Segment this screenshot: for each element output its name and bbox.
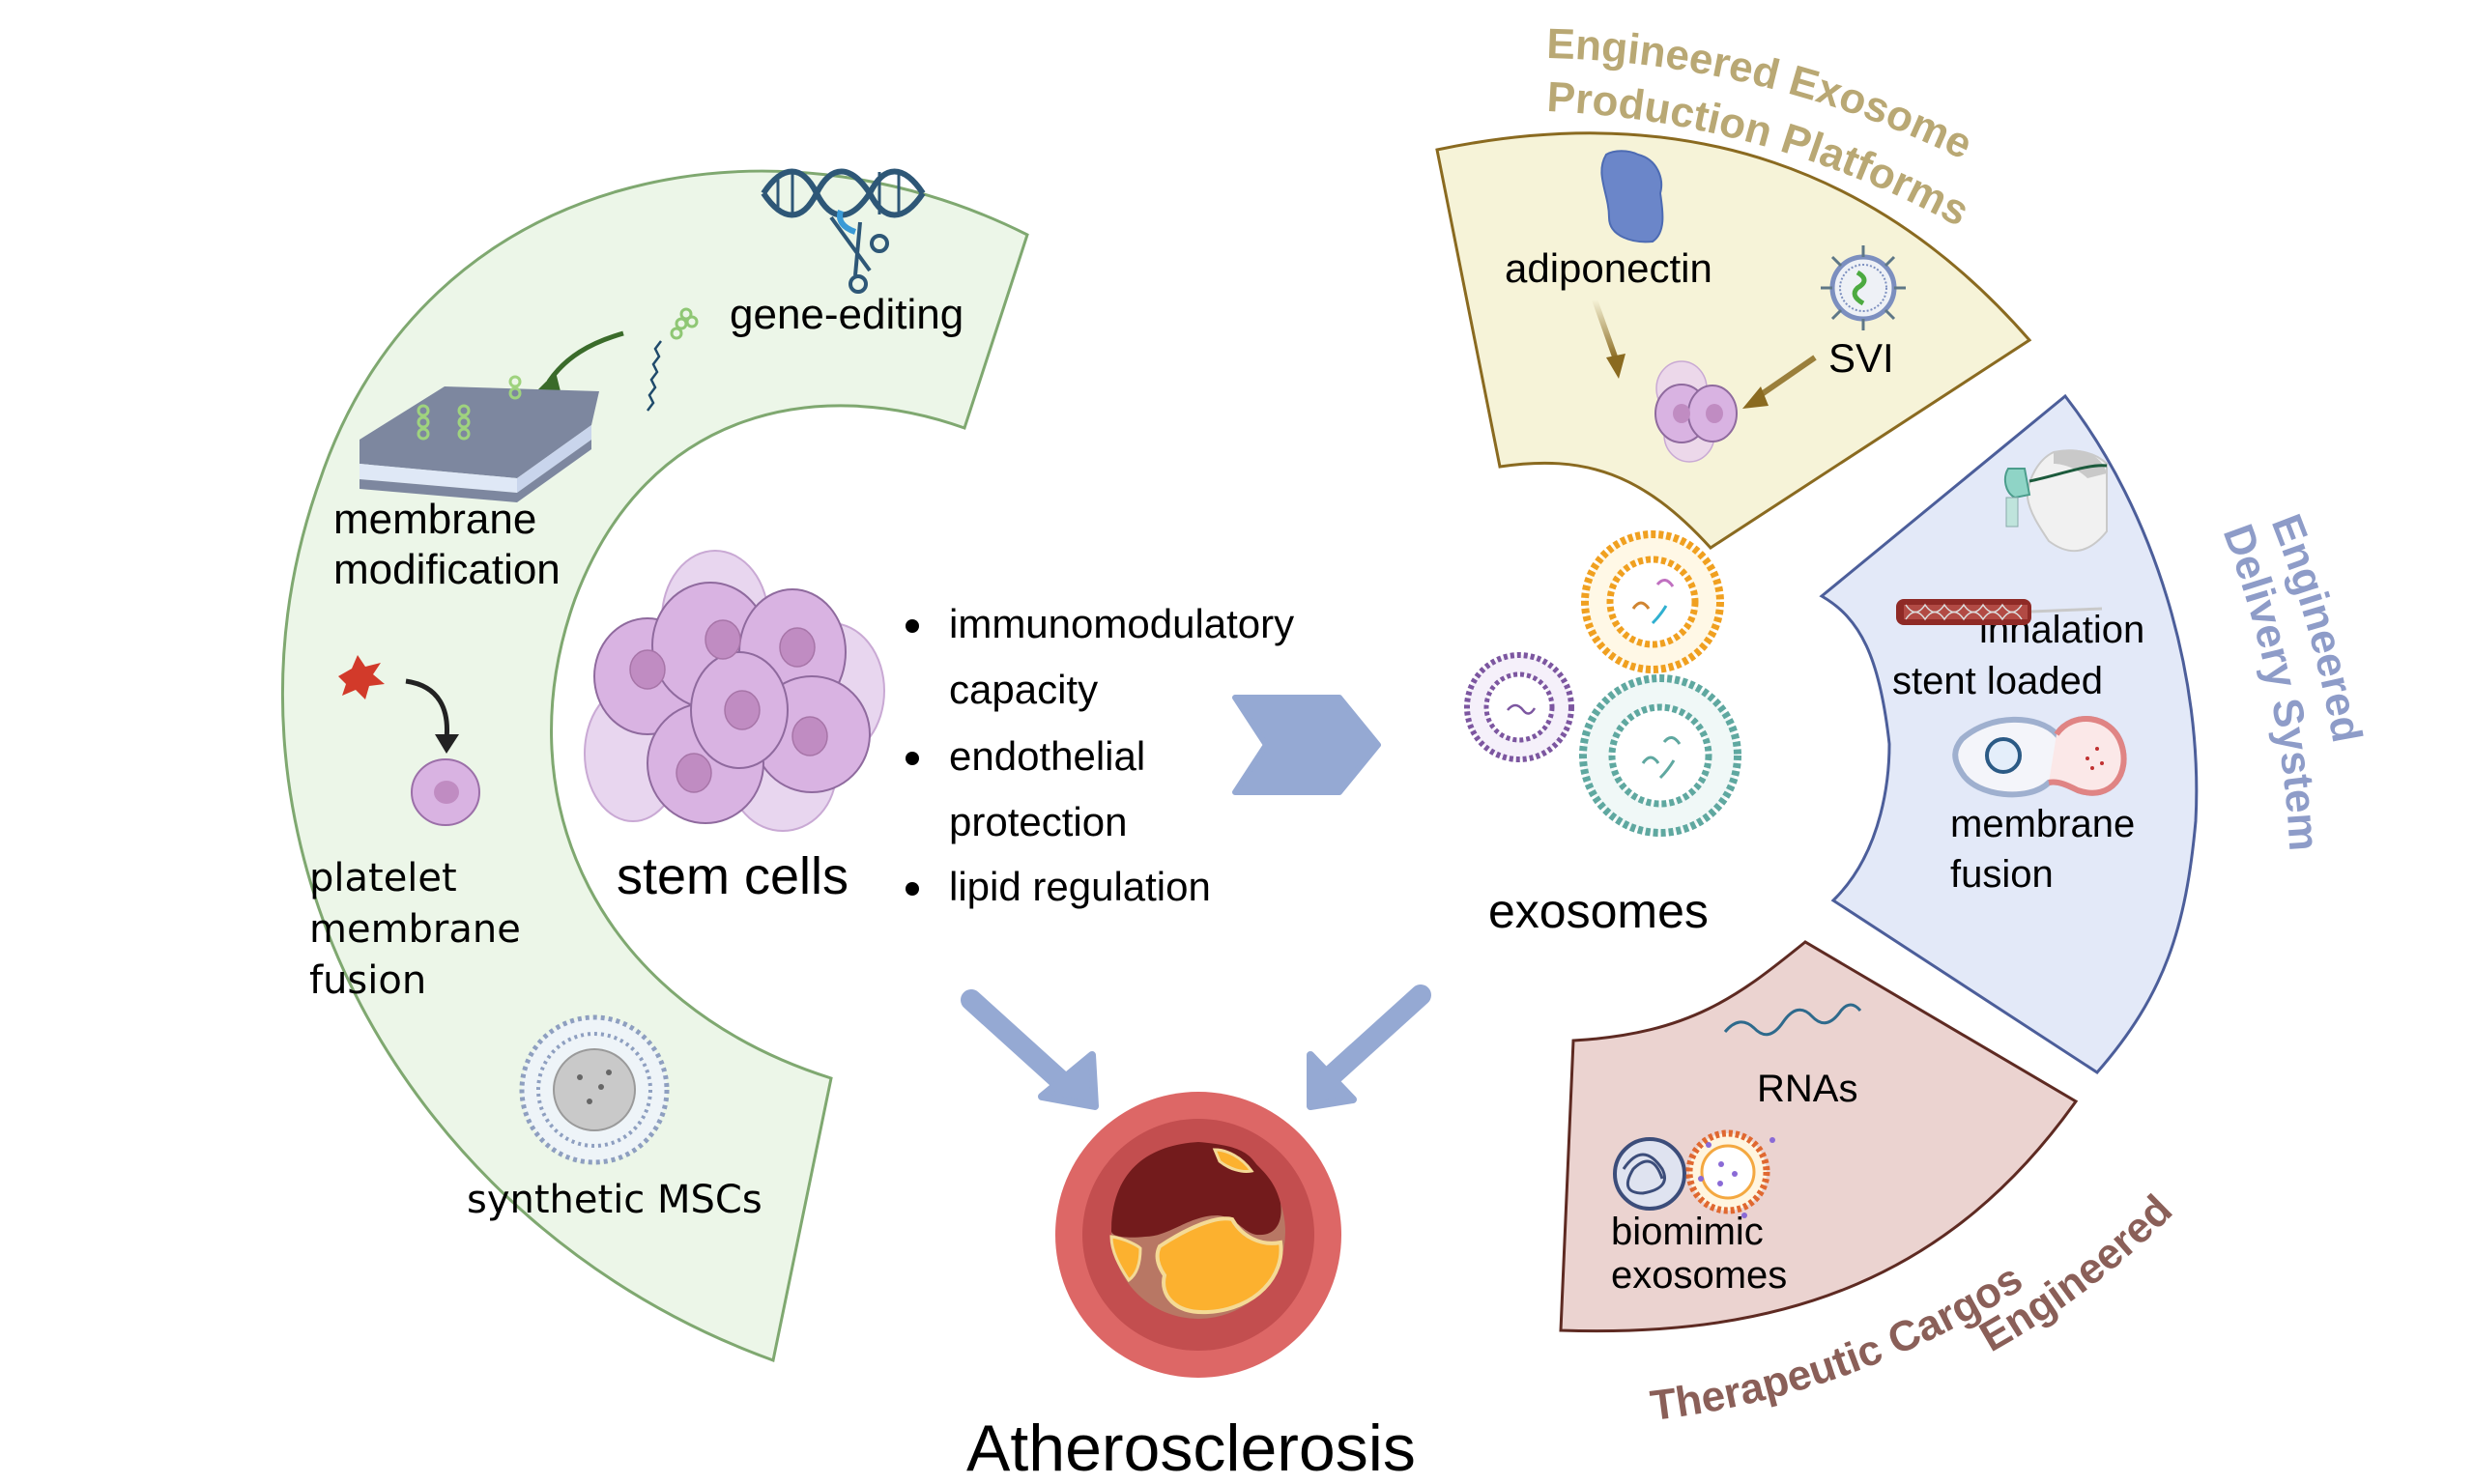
stem-cell-cluster-icon (584, 550, 885, 832)
membrane-fusion-icon (1952, 716, 2127, 798)
atherosclerosis-label: Atherosclerosis (966, 1412, 1416, 1484)
production-panel-background (1435, 131, 2032, 550)
exosome-teal-icon (1579, 674, 1741, 837)
stem-cell-properties-list: immunomodulatory capacity endothelial pr… (906, 601, 1294, 909)
lipid-chain-icon (647, 340, 662, 412)
dna-scissors-icon (761, 168, 926, 294)
arrow-head-icon (1742, 386, 1769, 409)
stent-icon (1896, 599, 2103, 625)
membrane-fusion-label-line2: fusion (1950, 853, 2054, 896)
membrane-modification-label-line1: membrane (333, 496, 536, 543)
chevron-arrow-icon (1232, 695, 1381, 795)
black-curved-arrow-icon (405, 678, 449, 740)
exosomes-icon (1464, 530, 1741, 837)
glycan-chain-icon (670, 307, 699, 340)
inhalation-mask-icon (2003, 449, 2108, 553)
gene-editing-label: gene-editing (730, 291, 964, 338)
bullet-endothelial-line2: protection (949, 799, 1127, 844)
bullet-lipid-regulation: lipid regulation (949, 864, 1211, 909)
arrow-stem-to-disease-icon (961, 989, 1099, 1110)
production-platform-panel: adiponectin SVI Engineered Ex (1435, 20, 2032, 550)
arrow-head-icon (435, 734, 459, 754)
svi-label: SVI (1828, 335, 1894, 381)
synthetic-vesicle-icon (519, 1014, 670, 1165)
bullet-immunomodulatory-line1: immunomodulatory (949, 601, 1294, 646)
platelet-cell-icon (411, 758, 480, 826)
rna-strand-icon (1723, 1003, 1862, 1037)
delivery-system-panel: inhalation stent loaded membrane fusion … (1819, 393, 2371, 1074)
exosome-orange-icon (1581, 530, 1724, 673)
cargo-panel-background (1559, 940, 2079, 1333)
arrow-head-icon (536, 372, 561, 391)
platelet-icon (338, 655, 385, 699)
biomimic-particle-icon (1613, 1129, 1775, 1218)
membrane-modification-label-line2: modification (333, 546, 561, 593)
synthetic-mscs-label: synthetic MSCs (467, 1178, 762, 1222)
rnas-label: RNAs (1757, 1068, 1857, 1110)
virus-icon (1821, 245, 1906, 330)
left-stem-cell-engineering-panel: gene-editing membrane modification (280, 168, 1029, 1363)
protein-icon (1600, 150, 1664, 243)
platelet-fusion-label-line1: platelet (309, 856, 457, 900)
lipid-bilayer-icon (360, 375, 599, 502)
arrow-adiponectin-to-cells-icon (1592, 298, 1619, 361)
atherosclerotic-artery-icon (1055, 1092, 1341, 1378)
bullet-icon (906, 882, 919, 896)
cell-cluster-small-icon (1654, 360, 1738, 463)
bullet-endothelial-line1: endothelial (949, 733, 1145, 779)
membrane-fusion-label-line1: membrane (1950, 803, 2135, 845)
stent-loaded-label: stent loaded (1892, 660, 2103, 702)
exosome-purple-icon (1464, 652, 1574, 762)
platelet-fusion-label-line2: membrane (309, 907, 521, 952)
biomimic-exosomes-label-line1: biomimic (1611, 1211, 1764, 1253)
adiponectin-label: adiponectin (1505, 245, 1712, 291)
bullet-icon (906, 752, 919, 765)
bullet-icon (906, 619, 919, 633)
arrow-head-icon (1606, 354, 1625, 379)
arrow-exosome-to-disease-icon (1307, 985, 1431, 1110)
platelet-fusion-label-line3: fusion (309, 958, 426, 1003)
bullet-immunomodulatory-line2: capacity (949, 667, 1098, 712)
stem-cells-label: stem cells (617, 847, 849, 905)
biomimic-exosomes-label-line2: exosomes (1611, 1254, 1787, 1297)
exosomes-label: exosomes (1488, 884, 1709, 938)
